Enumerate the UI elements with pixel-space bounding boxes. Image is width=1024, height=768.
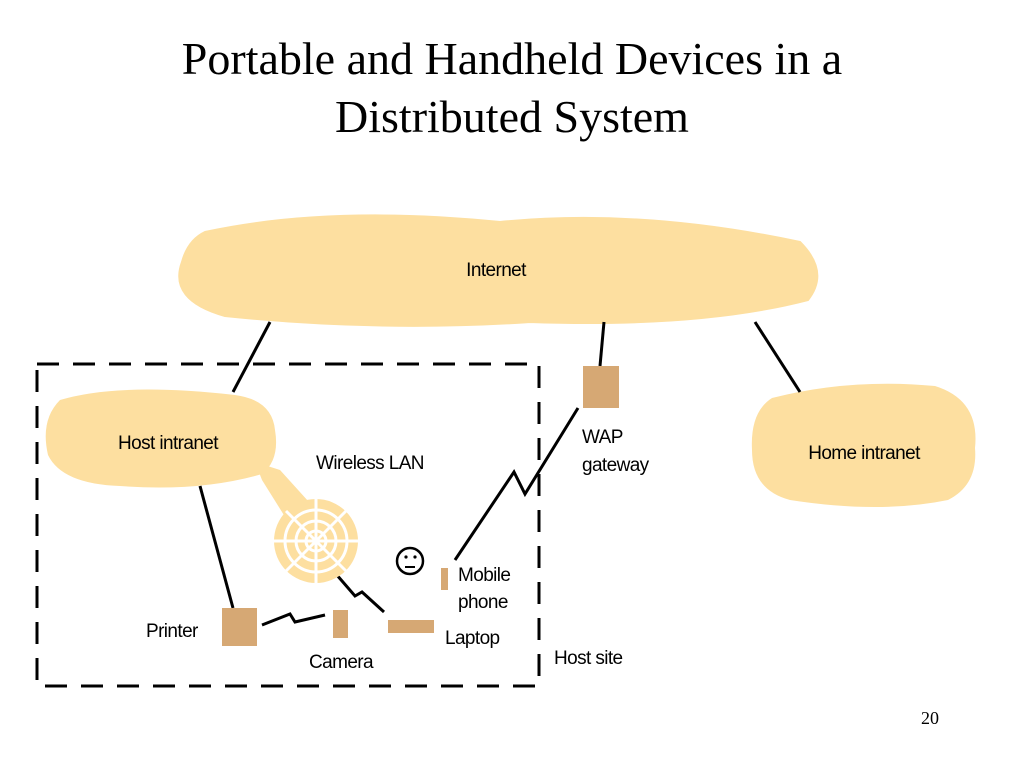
- laptop-label: Laptop: [445, 628, 500, 649]
- wireless-lan-label: Wireless LAN: [316, 453, 424, 474]
- printer-label: Printer: [146, 621, 199, 642]
- slide-title-line-2: Distributed System: [335, 91, 689, 142]
- mobile-phone-box: [441, 568, 448, 590]
- host-intranet-label: Host intranet: [118, 433, 219, 454]
- page-number: 20: [921, 708, 939, 728]
- wap-gateway-label-line-1: WAP: [582, 427, 623, 448]
- host-intranet-cloud: [45, 389, 277, 488]
- link-internet-home-intranet: [753, 321, 802, 393]
- camera-box: [333, 610, 348, 638]
- laptop-box: [388, 620, 434, 633]
- user-face-icon: [395, 546, 425, 576]
- internet-label: Internet: [466, 260, 527, 281]
- printer-box: [222, 608, 257, 646]
- slide-title-line-1: Portable and Handheld Devices in a: [181, 33, 843, 84]
- wireless-link-printer-camera: [261, 612, 326, 627]
- wireless-link-wap-mobile: [453, 407, 580, 561]
- host-site-boundary: [35, 362, 541, 688]
- slide-title: Portable and Handheld Devices in a Distr…: [0, 30, 1024, 146]
- link-host-intranet-printer: [198, 485, 235, 609]
- host-site-label: Host site: [554, 648, 623, 669]
- link-internet-host-intranet: [231, 321, 272, 393]
- internet-cloud: [178, 214, 819, 327]
- home-intranet-cloud: [751, 383, 976, 507]
- wireless-lan-icon: [274, 499, 358, 583]
- wap-gateway-label-line-2: gateway: [582, 455, 650, 476]
- mobile-phone-label-line-2: phone: [458, 592, 508, 613]
- link-internet-wap-gateway: [598, 321, 606, 367]
- camera-label: Camera: [309, 652, 374, 673]
- wireless-link-lan-laptop: [334, 573, 386, 614]
- home-intranet-label: Home intranet: [808, 443, 921, 464]
- wap-gateway-box: [583, 366, 619, 408]
- mobile-phone-label-line-1: Mobile: [458, 565, 510, 586]
